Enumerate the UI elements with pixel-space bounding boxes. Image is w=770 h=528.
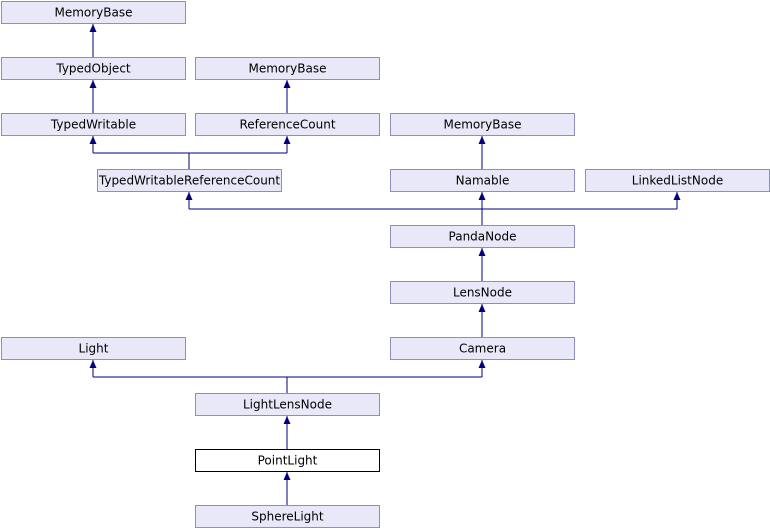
node-label-referencecount: ReferenceCount <box>239 118 335 132</box>
node-label-namable: Namable <box>456 174 510 188</box>
node-pointlight[interactable]: PointLight <box>195 449 380 472</box>
node-referencecount[interactable]: ReferenceCount <box>195 113 380 136</box>
node-box-typedwritable <box>1 113 186 136</box>
node-label-light: Light <box>79 342 109 356</box>
node-lightlensnode[interactable]: LightLensNode <box>195 393 380 416</box>
arrow-pointlight-to-lightlensnode <box>283 416 291 424</box>
node-pandanode[interactable]: PandaNode <box>390 225 575 248</box>
node-memorybase-3[interactable]: MemoryBase <box>390 113 575 136</box>
node-label-spherelight: SphereLight <box>251 510 324 524</box>
node-camera[interactable]: Camera <box>390 337 575 360</box>
arrow-lensnode-to-pandanode <box>478 248 486 256</box>
arrow-pandanode-to-namable <box>478 192 486 200</box>
node-box-memorybase-2 <box>195 57 380 80</box>
arrow-camera-to-lensnode <box>478 304 486 312</box>
node-box-camera <box>390 337 575 360</box>
edges-layer <box>89 24 681 505</box>
node-typedobject[interactable]: TypedObject <box>1 57 186 80</box>
node-label-typedwritable: TypedWritable <box>50 118 136 132</box>
node-box-namable <box>390 169 575 192</box>
node-light[interactable]: Light <box>1 337 186 360</box>
node-box-lensnode <box>390 281 575 304</box>
node-box-light <box>1 337 186 360</box>
node-label-lensnode: LensNode <box>453 286 512 300</box>
node-typedwritable[interactable]: TypedWritable <box>1 113 186 136</box>
node-namable[interactable]: Namable <box>390 169 575 192</box>
node-label-memorybase-3: MemoryBase <box>443 118 521 132</box>
node-box-pandanode <box>390 225 575 248</box>
node-memorybase-2[interactable]: MemoryBase <box>195 57 380 80</box>
node-label-pandanode: PandaNode <box>449 230 517 244</box>
node-label-lightlensnode: LightLensNode <box>243 398 332 412</box>
node-box-memorybase-3 <box>390 113 575 136</box>
arrow-typedwritablereferencecount-to-referencecount <box>283 136 291 144</box>
node-box-memorybase-1 <box>1 1 186 24</box>
node-label-pointlight: PointLight <box>258 454 318 468</box>
node-label-camera: Camera <box>459 342 506 356</box>
arrow-lightlensnode-to-camera <box>478 360 486 368</box>
node-box-typedobject <box>1 57 186 80</box>
node-label-memorybase-2: MemoryBase <box>248 62 326 76</box>
node-box-lightlensnode <box>195 393 380 416</box>
arrow-lightlensnode-to-light <box>89 360 97 368</box>
node-label-typedwritablereferencecount: TypedWritableReferenceCount <box>98 174 281 188</box>
node-spherelight[interactable]: SphereLight <box>195 505 380 528</box>
arrow-referencecount-to-memorybase-2 <box>283 80 291 88</box>
node-box-pointlight <box>195 449 380 472</box>
node-box-referencecount <box>195 113 380 136</box>
arrow-pandanode-to-linkedlistnode <box>673 192 681 200</box>
node-label-typedobject: TypedObject <box>55 62 131 76</box>
node-typedwritablereferencecount[interactable]: TypedWritableReferenceCount <box>97 169 282 192</box>
node-box-typedwritablereferencecount <box>97 169 282 192</box>
node-lensnode[interactable]: LensNode <box>390 281 575 304</box>
arrow-typedwritable-to-typedobject <box>89 80 97 88</box>
node-memorybase-1[interactable]: MemoryBase <box>1 1 186 24</box>
node-label-memorybase-1: MemoryBase <box>54 6 132 20</box>
arrow-pandanode-to-typedwritablereferencecount <box>185 192 193 200</box>
arrow-namable-to-memorybase-3 <box>478 136 486 144</box>
arrow-typedobject-to-memorybase-1 <box>89 24 97 32</box>
arrow-typedwritablereferencecount-to-typedwritable <box>89 136 97 144</box>
node-linkedlistnode[interactable]: LinkedListNode <box>585 169 770 192</box>
arrow-spherelight-to-pointlight <box>283 472 291 480</box>
node-label-linkedlistnode: LinkedListNode <box>632 174 723 188</box>
